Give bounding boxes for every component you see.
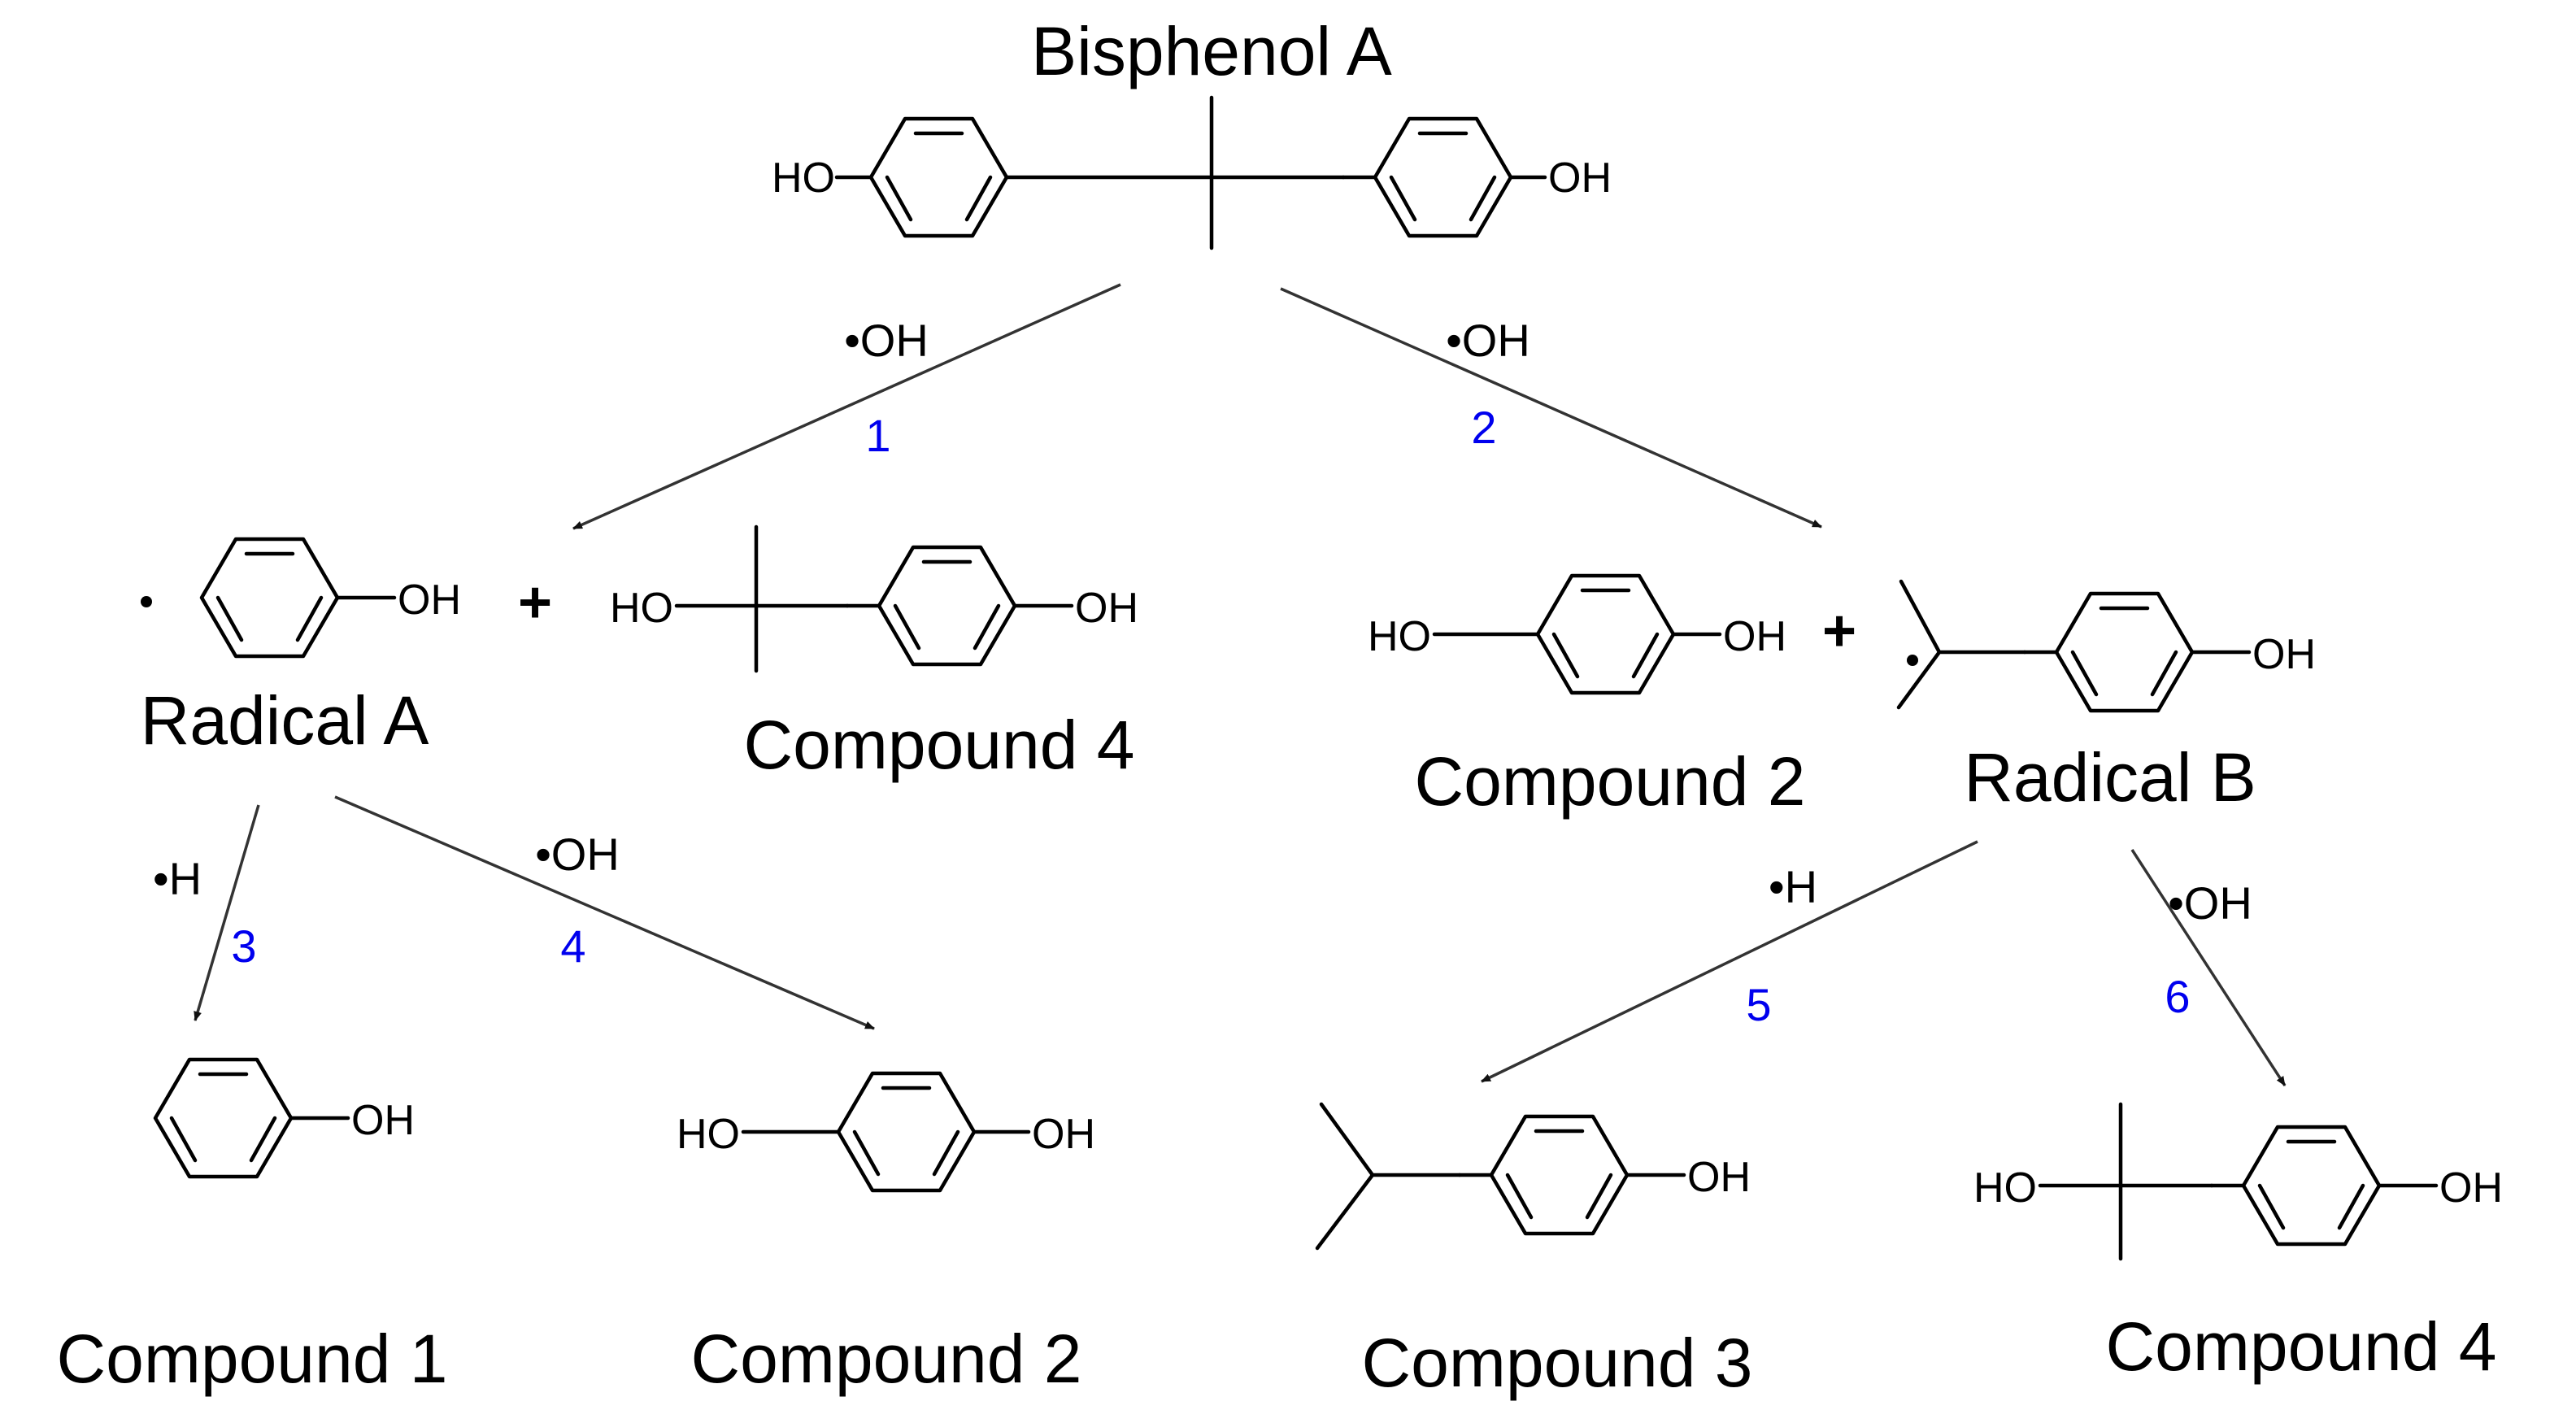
compound-2-bottom-oh-label: OH xyxy=(1032,1111,1095,1158)
reagent-oh-step-2: •OH xyxy=(1446,315,1530,366)
compound-4-top-label: Compound 4 xyxy=(744,707,1135,783)
molecule-bisphenol-a: Bisphenol A HO OH xyxy=(772,13,1612,250)
reagent-oh-step-6: •OH xyxy=(2168,877,2252,929)
plus-sign-compound-2: + xyxy=(1822,598,1856,664)
bisphenol-a-left-ring xyxy=(868,116,1009,238)
bisphenol-a-oh-label: OH xyxy=(1548,154,1612,202)
step-number-5: 5 xyxy=(1746,979,1771,1030)
compound-2-top-label: Compound 2 xyxy=(1415,743,1806,820)
compound-2-bottom-ho-label: HO xyxy=(677,1111,740,1158)
arrow-step-4 xyxy=(334,795,875,1030)
molecule-compound-3: OH Compound 3 xyxy=(1315,1102,1753,1401)
compound-4-top-oh-label: OH xyxy=(1075,585,1138,632)
arrow-step-1 xyxy=(572,283,1121,530)
radical-a-label: Radical A xyxy=(141,682,429,759)
step-number-3: 3 xyxy=(231,920,256,972)
reagent-h-step-5: •H xyxy=(1769,861,1817,912)
bisphenol-a-ho-label: HO xyxy=(772,154,835,202)
reagent-oh-step-4: •OH xyxy=(535,829,620,880)
molecule-radical-a: OH Radical A xyxy=(141,537,461,759)
molecule-radical-b: OH Radical B xyxy=(1896,579,2316,816)
compound-3-label: Compound 3 xyxy=(1362,1325,1753,1401)
arrow-step-2 xyxy=(1280,287,1822,529)
reagent-h-step-3: •H xyxy=(153,853,202,904)
reagent-oh-step-1: •OH xyxy=(844,315,929,366)
bisphenol-a-right-ring xyxy=(1341,116,1513,238)
radical-a-dot xyxy=(141,596,152,607)
compound-1-label: Compound 1 xyxy=(57,1321,448,1397)
bisphenol-a-label: Bisphenol A xyxy=(1031,13,1392,89)
step-number-2: 2 xyxy=(1471,402,1496,453)
step-number-4: 4 xyxy=(560,920,585,972)
arrow-step-3 xyxy=(194,804,260,1021)
compound-4-top-ho-label: HO xyxy=(610,585,673,632)
bisphenol-a-bridge-bonds xyxy=(834,95,1547,250)
molecule-compound-2-bottom: HO OH Compound 2 xyxy=(677,1071,1095,1397)
step-number-1: 1 xyxy=(865,410,890,461)
compound-3-oh-label: OH xyxy=(1687,1154,1751,1201)
molecule-compound-1: OH Compound 1 xyxy=(57,1057,448,1397)
radical-a-oh-label: OH xyxy=(398,577,461,624)
compound-4-bottom-label: Compound 4 xyxy=(2106,1308,2497,1385)
radical-b-oh-label: OH xyxy=(2252,631,2316,678)
compound-4-bottom-ho-label: HO xyxy=(1973,1164,2037,1212)
radical-b-label: Radical B xyxy=(1964,739,2256,816)
compound-2-top-oh-label: OH xyxy=(1723,613,1786,660)
molecule-compound-4-top: HO OH Compound 4 xyxy=(610,524,1138,783)
compound-2-bottom-label: Compound 2 xyxy=(691,1321,1082,1397)
plus-sign-radical-a: + xyxy=(518,570,552,635)
step-number-6: 6 xyxy=(2165,971,2190,1022)
molecule-compound-4-bottom: HO OH Compound 4 xyxy=(1973,1102,2503,1385)
arrow-step-6 xyxy=(2130,849,2287,1086)
compound-2-top-ho-label: HO xyxy=(1368,613,1431,660)
radical-b-dot xyxy=(1907,655,1918,666)
compound-1-oh-label: OH xyxy=(351,1097,415,1144)
arrow-step-5 xyxy=(1481,840,1978,1083)
molecule-compound-2-top: HO OH Compound 2 xyxy=(1368,573,1806,820)
compound-4-bottom-oh-label: OH xyxy=(2439,1164,2503,1212)
